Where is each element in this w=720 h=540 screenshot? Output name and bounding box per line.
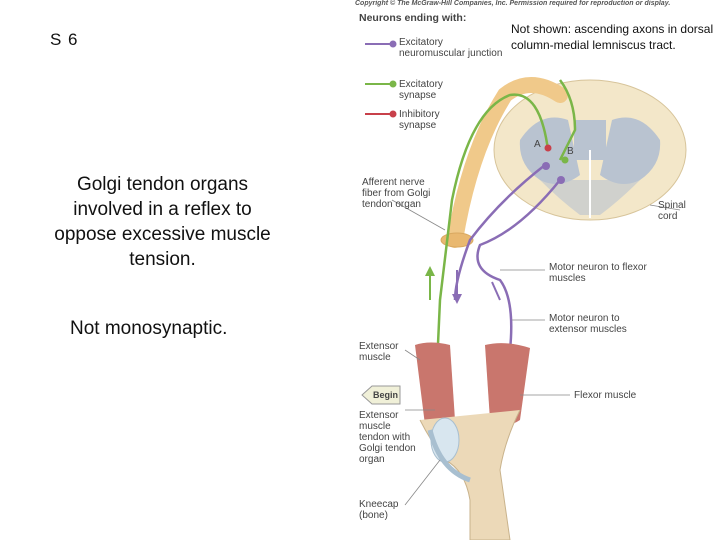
extensor-muscle-shape <box>415 342 455 427</box>
not-shown-note: Not shown: ascending axons in dorsal col… <box>511 22 714 52</box>
note-text: Not monosynaptic. <box>70 318 228 339</box>
down-arrowhead-left <box>452 294 462 304</box>
motor-extensor-label: Motor neuron to extensor muscles <box>549 313 627 335</box>
extensor-tendon-label: Extensor muscle tendon with Golgi tendon… <box>359 410 416 465</box>
motor-neuron-body-a <box>542 162 550 170</box>
interneuron-fiber <box>558 79 577 161</box>
extensor-muscle-label: Extensor muscle <box>359 341 399 363</box>
main-text: Golgi tendon organs involved in a reflex… <box>54 174 271 270</box>
legend-label-3: Inhibitory synapse <box>399 109 440 131</box>
afferent-fiber <box>433 93 550 411</box>
afferent-nerve-label: Afferent nerve fiber from Golgi tendon o… <box>362 177 431 210</box>
slide-number: S 6 <box>50 30 79 49</box>
begin-label: Begin <box>373 390 399 400</box>
legend-label-1: Excitatory neuromuscular junction <box>399 37 503 59</box>
kneecap-label: Kneecap (bone) <box>359 499 399 521</box>
flexor-muscle-shape <box>485 343 530 425</box>
motor-flexor-label: Motor neuron to flexor muscles <box>549 262 647 284</box>
legend-swatch-2 <box>365 80 397 88</box>
legend-label-2: Excitatory synapse <box>399 79 443 101</box>
flexor-muscle-label: Flexor muscle <box>574 390 637 401</box>
copyright-notice: Copyright © The McGraw-Hill Companies, I… <box>355 0 671 7</box>
afferent-nerve-bundle <box>447 77 568 248</box>
label-b: B <box>567 146 574 157</box>
legend-swatch-3 <box>365 110 397 118</box>
up-arrowhead <box>425 266 435 276</box>
inhibitory-synapse-dot <box>544 144 552 152</box>
motor-neuron-body-b <box>557 176 565 184</box>
spinal-cord-label: Spinal cord <box>658 200 686 222</box>
spinal-cord-shape <box>493 79 687 221</box>
begin-badge <box>361 385 401 405</box>
reflex-figure <box>361 40 687 540</box>
down-arrow-right <box>491 281 501 301</box>
nerve-cross-section <box>440 232 474 248</box>
tendon-shape <box>427 429 471 483</box>
excitatory-synapse-dot <box>561 156 569 164</box>
legend-title: Neurons ending with: <box>359 12 467 24</box>
label-a: A <box>534 139 541 150</box>
leader-lines <box>391 199 681 506</box>
motor-fiber-flexor <box>476 179 561 351</box>
legend-swatch-1 <box>365 40 397 48</box>
